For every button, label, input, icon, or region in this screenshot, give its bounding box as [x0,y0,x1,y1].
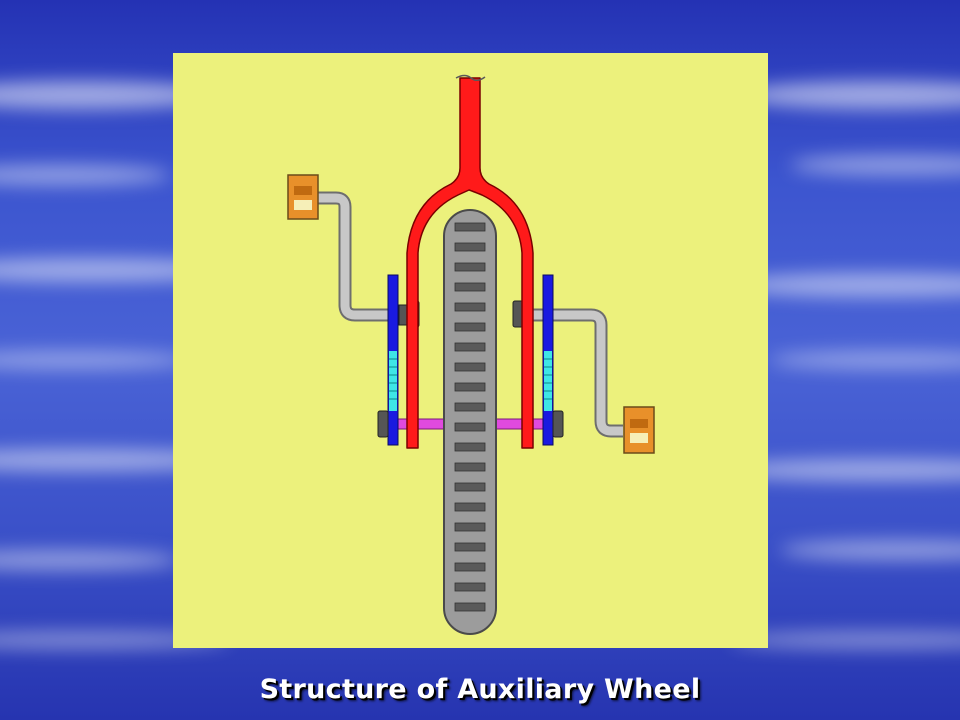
bolt-lower-left [377,410,389,438]
right-pedal [623,406,655,454]
auxiliary-wheel-tire [443,209,497,635]
left-pedal [287,174,319,220]
left-hub-plate [387,274,399,446]
fork-break-line [455,74,486,81]
slide-caption: Structure of Auxiliary Wheel [259,674,701,705]
auxiliary-wheel-diagram [173,53,768,648]
right-hub-plate [542,274,554,446]
bolt-lower-right [552,410,564,438]
front-fork [406,77,534,449]
